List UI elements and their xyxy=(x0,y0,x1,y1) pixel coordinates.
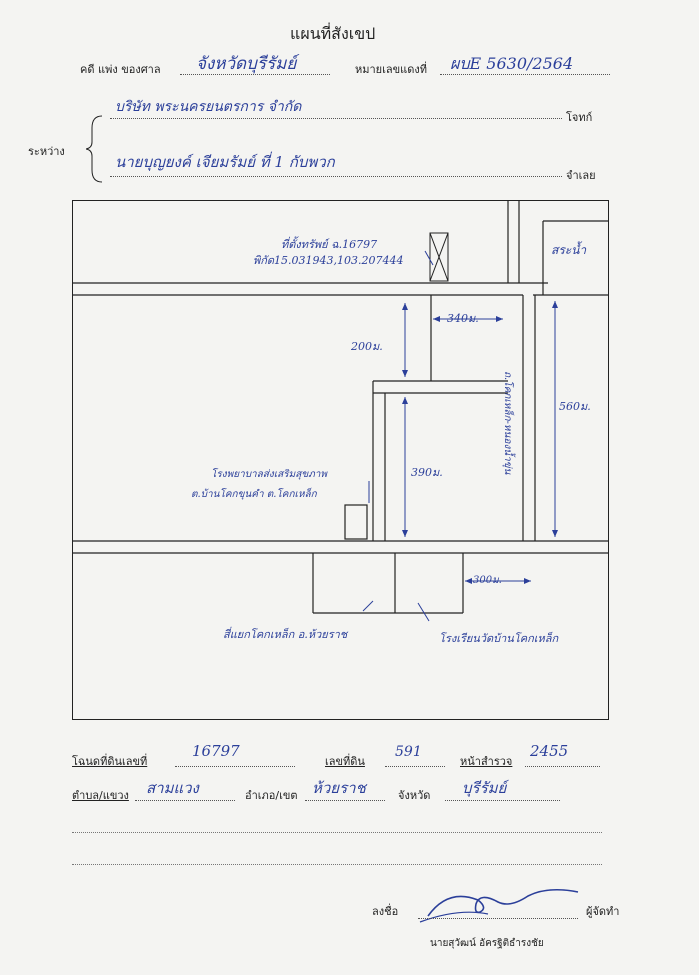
school-label: โรงเรียนวัดบ้านโคกเหล็ก xyxy=(439,632,559,645)
between-label: ระหว่าง xyxy=(28,145,65,158)
case-number-label: หมายเลขแดงที่ xyxy=(355,63,427,76)
distance-right: 560ม. xyxy=(559,400,591,413)
court-value: จังหวัดบุรีรัมย์ xyxy=(196,54,297,74)
subdistrict-label: ตำบล/แขวง xyxy=(72,789,129,802)
distance-left-upper: 200ม. xyxy=(351,340,383,353)
case-type-label: คดี แพ่ง ของศาล xyxy=(80,63,161,76)
sign-label: ลงชื่อ xyxy=(372,905,399,918)
hospital-line-2: ต.บ้านโคกขุนคำ ต.โคกเหล็ก xyxy=(191,489,317,500)
signature-icon xyxy=(419,888,579,923)
map-drawing xyxy=(73,201,608,622)
road-label: ถ.โคกเหล็ก-หนองน้ำขุ่น xyxy=(502,371,513,475)
map-frame: ที่ตั้งทรัพย์ ฉ.16797 พิกัด15.031943,103… xyxy=(72,200,609,720)
coordinates: พิกัด15.031943,103.207444 xyxy=(253,254,404,267)
distance-top: 340ม. xyxy=(447,312,479,325)
brace-icon xyxy=(86,115,103,183)
case-number-value: ผบE 5630/2564 xyxy=(450,54,574,73)
survey-label: หน้าสำรวจ xyxy=(460,755,513,768)
subdistrict-value: สามแวง xyxy=(146,779,199,797)
maker-label: ผู้จัดทำ xyxy=(586,905,620,918)
distance-bottom: 300ม. xyxy=(473,575,502,586)
deed-title: ที่ตั้งทรัพย์ ฉ.16797 xyxy=(281,238,378,251)
plaintiff-value: บริษัท พระนครยนตรการ จำกัด xyxy=(115,99,302,115)
province-label: จังหวัด xyxy=(398,789,431,802)
hospital-line-1: โรงพยาบาลส่งเสริมสุขภาพ xyxy=(211,469,327,480)
signer-name: นายสุวัฒน์ อัครฐิติธำรงชัย xyxy=(430,938,544,949)
district-label: อำเภอ/เขต xyxy=(245,789,298,802)
district-value: ห้วยราช xyxy=(312,779,366,797)
deed-no-label: โฉนดที่ดินเลขที่ xyxy=(72,755,148,768)
defendant-value: นายบุญยงค์ เจียมรัมย์ ที่ 1 กับพวก xyxy=(115,153,335,171)
pond-label: สระน้ำ xyxy=(551,243,587,257)
survey-value: 2455 xyxy=(530,742,569,760)
distance-left-lower: 390ม. xyxy=(411,466,443,479)
land-no-label: เลขที่ดิน xyxy=(325,755,365,768)
province-value: บุรีรัมย์ xyxy=(462,779,507,797)
deed-no-value: 16797 xyxy=(192,742,240,760)
plaintiff-label: โจทก์ xyxy=(566,111,593,124)
defendant-label: จำเลย xyxy=(566,169,596,182)
land-no-value: 591 xyxy=(395,744,422,760)
junction-label: สี่แยกโคกเหล็ก อ.ห้วยราช xyxy=(223,628,348,641)
page-title: แผนที่สังเขป xyxy=(290,24,376,43)
